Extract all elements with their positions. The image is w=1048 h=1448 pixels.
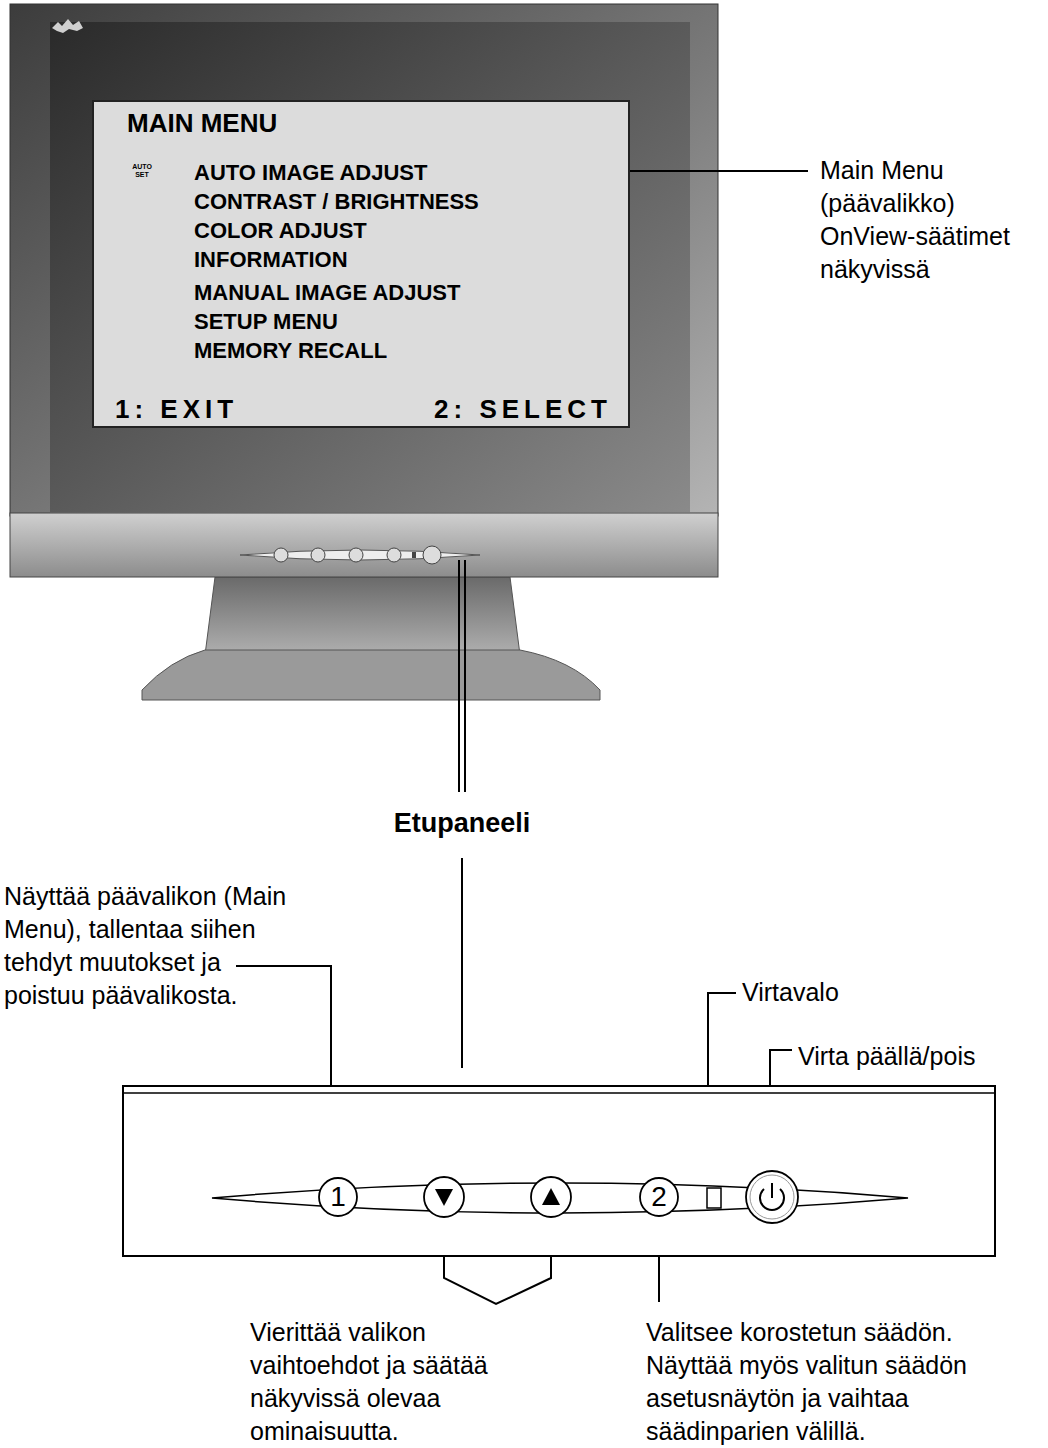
callout-text: Vierittää valikon vaihtoehdot ja säätää … — [250, 1316, 560, 1448]
logo — [52, 19, 83, 33]
menu-key-hint: 2: SELECT — [434, 394, 612, 425]
callout-text: Näyttää päävalikon (Main Menu), tallenta… — [4, 880, 294, 1012]
mini-buttons — [240, 546, 480, 564]
callout-text: Valitsee korostetun säädön. Näyttää myös… — [646, 1316, 1042, 1448]
section-title: Etupaneeli — [362, 806, 562, 840]
menu-key-hint: 1: EXIT — [115, 394, 238, 425]
select-button: 2 — [639, 1177, 679, 1217]
monitor-bezel — [10, 4, 718, 516]
menu-item: MANUAL IMAGE ADJUST — [194, 280, 460, 306]
front-panel — [123, 1086, 995, 1256]
front-strip — [10, 513, 718, 577]
callout-text: Virtavalo — [742, 976, 942, 1009]
menu-item: CONTRAST / BRIGHTNESS — [194, 189, 479, 215]
callout-text: Virta päällä/pois — [798, 1040, 1038, 1073]
icon-text: AUTO SET — [129, 163, 155, 179]
button-number: 1 — [318, 1183, 358, 1211]
button-number: 2 — [639, 1183, 679, 1211]
menu-item: COLOR ADJUST — [194, 218, 367, 244]
screen — [50, 22, 690, 512]
osd-main-menu: MAIN MENU AUTO IMAGE ADJUST CONTRAST / BRI… — [92, 100, 630, 428]
menu-item: MEMORY RECALL — [194, 338, 387, 364]
monitor-stand — [142, 577, 600, 700]
menu-button: 1 — [318, 1177, 358, 1217]
menu-item: AUTO IMAGE ADJUST — [194, 160, 427, 186]
menu-item: SETUP MENU — [194, 309, 338, 335]
menu-item: INFORMATION — [194, 247, 348, 273]
callout-text: Main Menu (päävalikko) OnView-säätimet n… — [820, 154, 1042, 286]
menu-title: MAIN MENU — [127, 108, 277, 139]
